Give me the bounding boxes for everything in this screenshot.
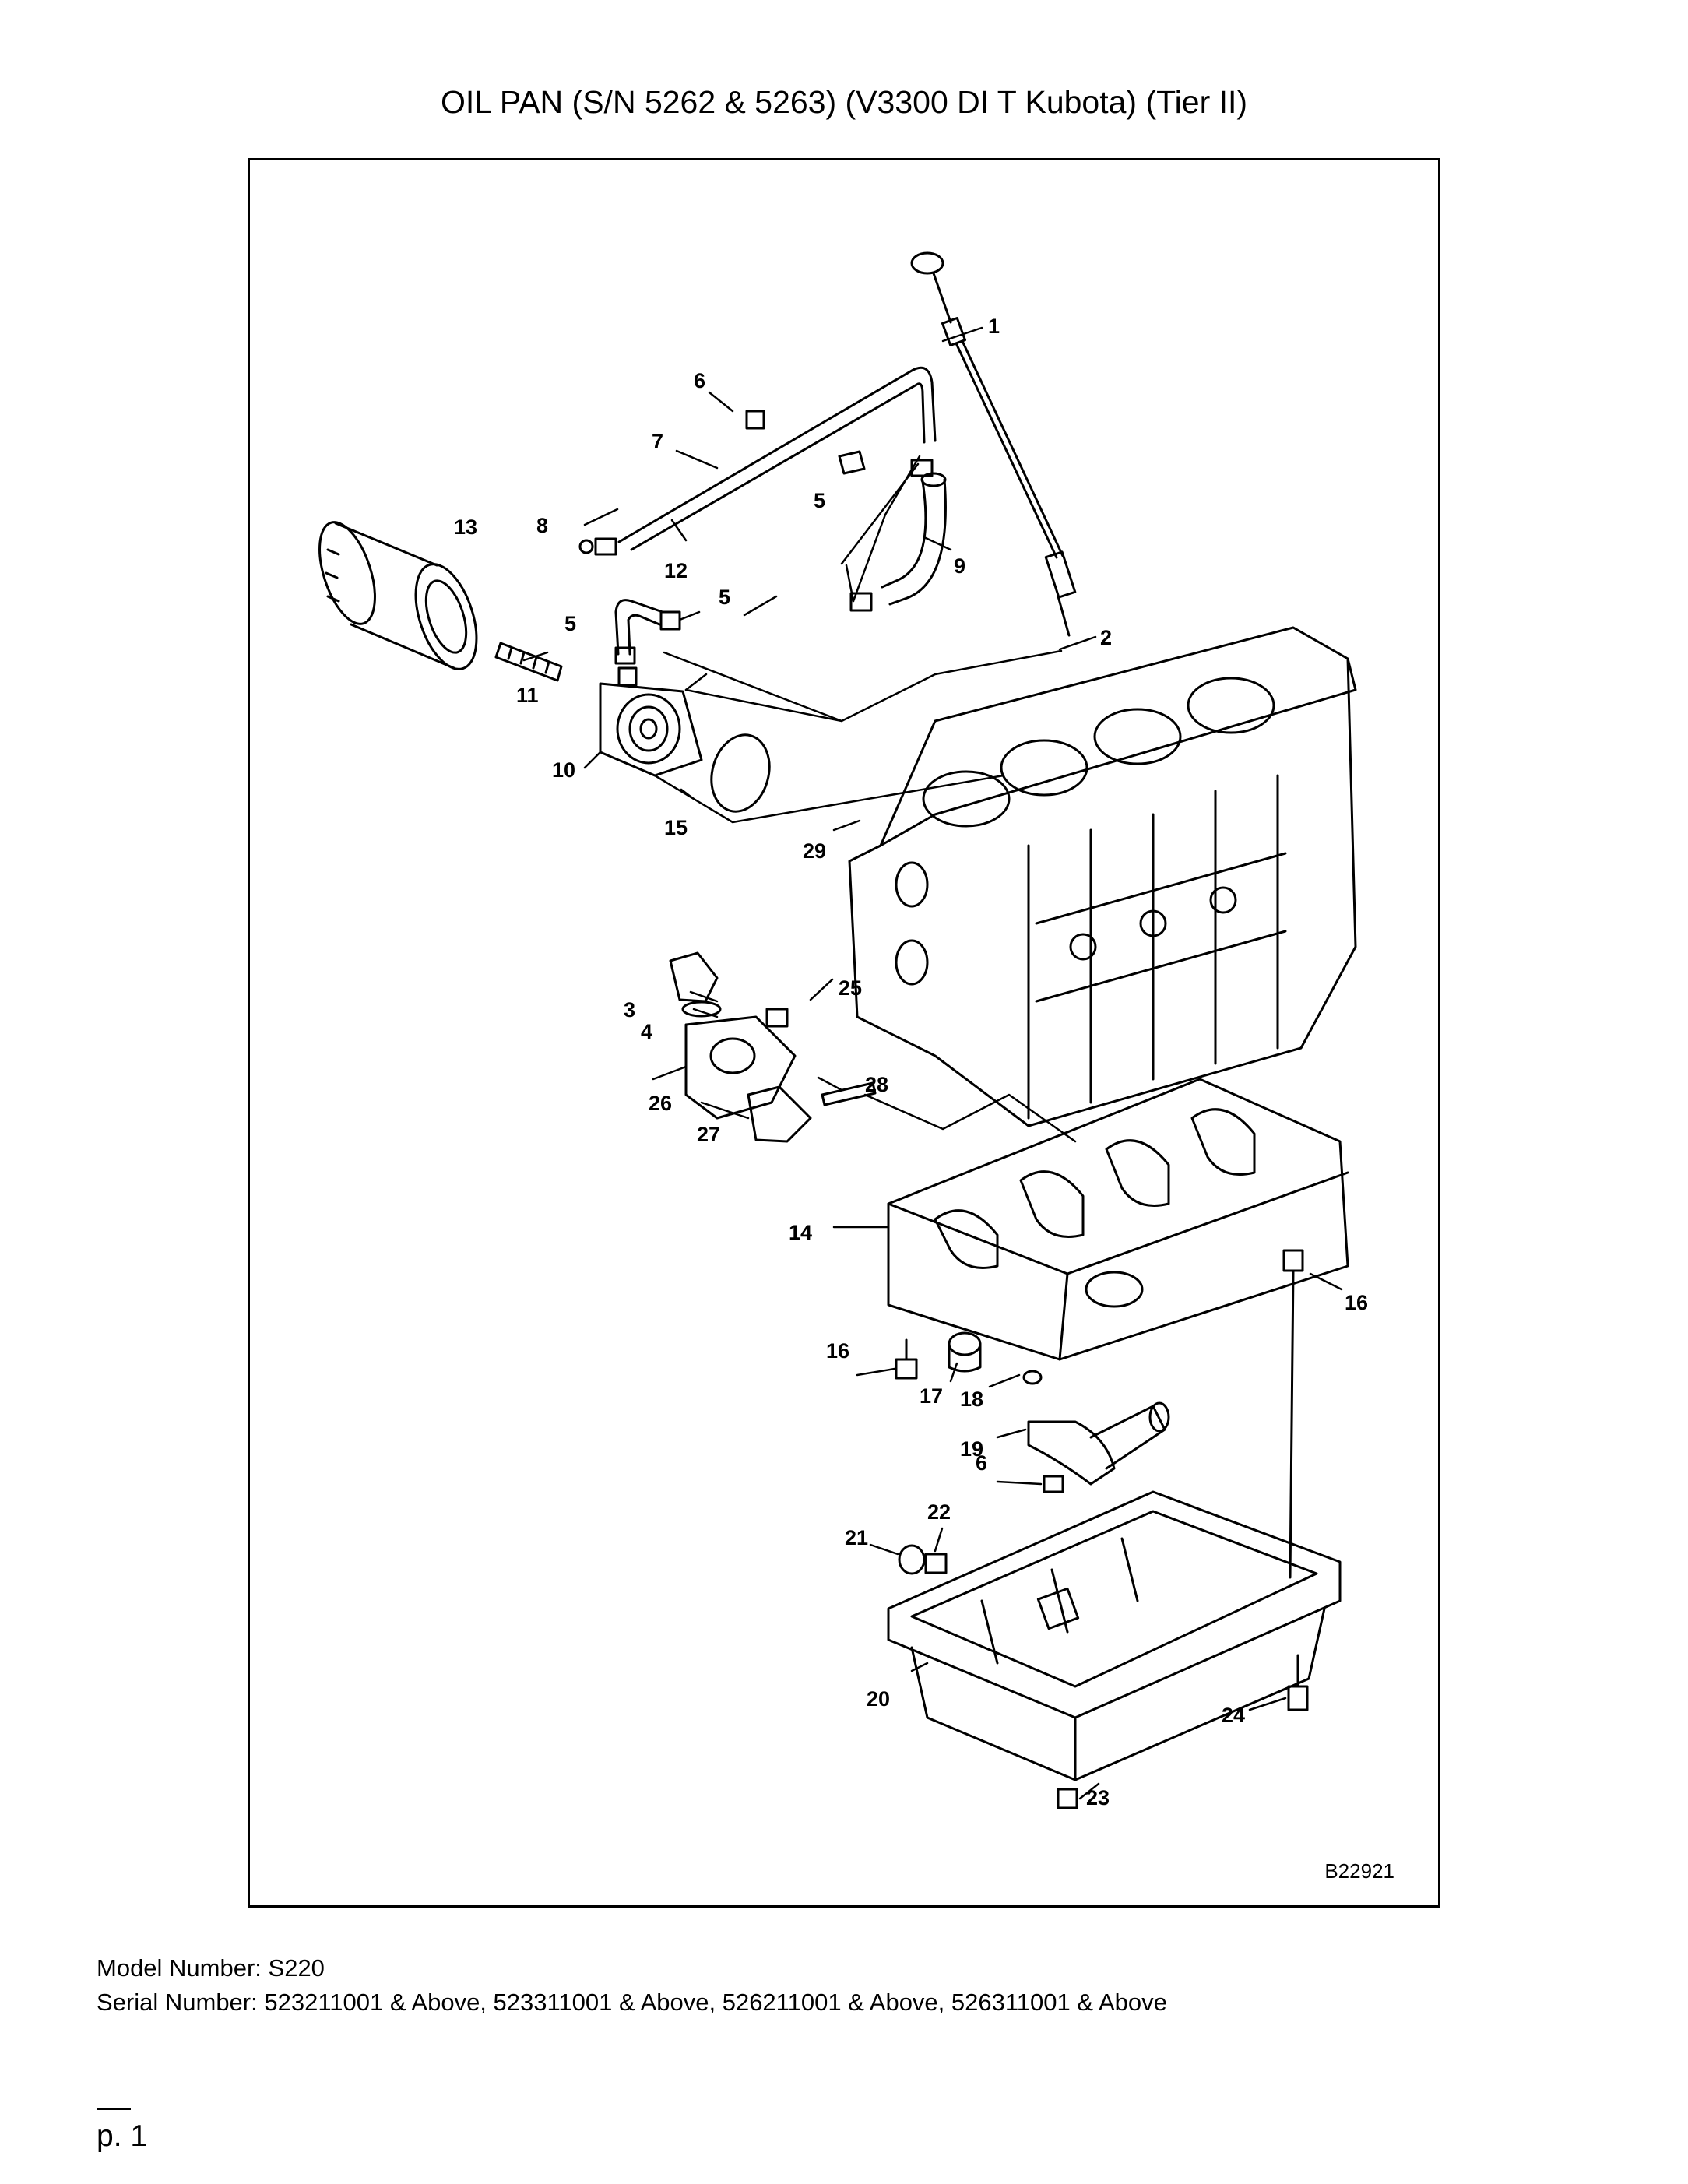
callout-label: 17 (920, 1384, 943, 1408)
diagram-frame: 1 2 3 4 5 5 5 6 6 7 8 9 10 11 12 13 14 1… (248, 158, 1440, 1908)
callout-label: 3 (624, 998, 635, 1022)
nipple-part (494, 642, 563, 682)
serial-number: Serial Number: 523211001 & Above, 523311… (97, 1989, 1167, 2016)
callout-label: 9 (954, 554, 965, 578)
exploded-parts-diagram: 1 2 3 4 5 5 5 6 6 7 8 9 10 11 12 13 14 1… (318, 251, 1368, 1809)
callout-label: 19 (960, 1437, 983, 1461)
oil-tube-part (578, 366, 937, 556)
callout-label: 10 (552, 758, 575, 782)
callout-label: 6 (976, 1451, 987, 1475)
bolt-part (895, 1249, 1304, 1579)
callout-label: 26 (649, 1092, 672, 1115)
callout-label: 22 (927, 1500, 951, 1524)
callout-label: 12 (664, 559, 688, 582)
callout-label: 6 (694, 369, 705, 392)
callout-label: 2 (1100, 626, 1112, 649)
callout-labels: 1 2 3 4 5 5 5 6 6 7 8 9 10 11 12 13 14 1… (454, 315, 1368, 1809)
callout-label: 8 (536, 514, 548, 537)
oil-pump-part (669, 951, 877, 1143)
drain-plug-part (898, 1544, 1309, 1809)
o-ring-part (710, 733, 771, 813)
oil-pan-part (887, 1490, 1342, 1781)
callout-label: 5 (564, 612, 576, 635)
figure-reference: B22921 (1324, 1859, 1394, 1883)
page-number: p. 1 (97, 2119, 148, 2153)
footer-rule (97, 2108, 131, 2110)
callout-label: 4 (641, 1020, 652, 1043)
callout-label: 20 (867, 1687, 890, 1711)
callout-label: 16 (826, 1339, 849, 1363)
page-title: OIL PAN (S/N 5262 & 5263) (V3300 DI T Ku… (440, 84, 1248, 120)
callout-label: 28 (865, 1073, 888, 1096)
oil-strainer-part (948, 1331, 1170, 1493)
callout-label: 27 (697, 1123, 720, 1146)
crankcase-frame-part (887, 1078, 1349, 1361)
callout-label: 25 (839, 976, 862, 1000)
oil-filter-part (318, 521, 478, 670)
hose-part (849, 459, 947, 612)
callout-label: 15 (664, 816, 688, 839)
callout-label: 29 (803, 839, 826, 863)
dipstick-part (910, 251, 1077, 637)
leader-lines (522, 326, 1343, 1800)
callout-label: 5 (814, 489, 825, 512)
model-number: Model Number: S220 (97, 1954, 325, 1982)
callout-label: 23 (1086, 1786, 1110, 1809)
oil-cooler-part (599, 666, 703, 777)
callout-label: 7 (652, 430, 663, 453)
callout-label: 1 (988, 315, 1000, 338)
callout-label: 13 (454, 515, 477, 539)
callout-label: 5 (719, 586, 730, 609)
callout-label: 24 (1222, 1704, 1245, 1727)
callout-label: 18 (960, 1387, 983, 1411)
callout-label: 21 (845, 1526, 868, 1549)
callout-label: 16 (1345, 1291, 1368, 1314)
engine-block-part (848, 626, 1357, 1127)
callout-label: 11 (516, 684, 539, 707)
callout-label: 14 (789, 1221, 812, 1244)
